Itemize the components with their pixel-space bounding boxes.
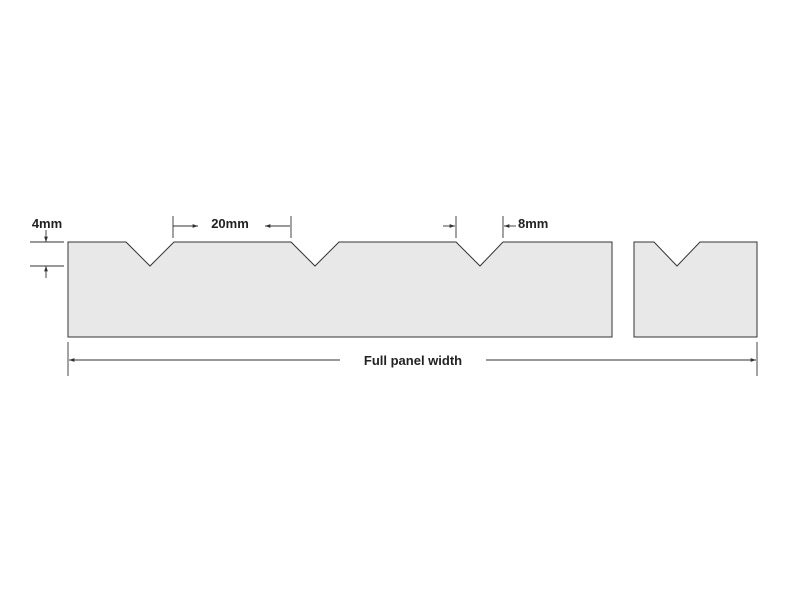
full-width-label: Full panel width xyxy=(364,353,462,368)
pitch-dimension: 20mm xyxy=(172,216,292,238)
depth-label: 4mm xyxy=(32,216,62,231)
end-panel xyxy=(633,241,758,338)
groove-width-label: 8mm xyxy=(518,216,548,231)
full-width-dimension: Full panel width xyxy=(67,342,758,376)
pitch-label: 20mm xyxy=(211,216,249,231)
groove-width-dimension: 8mm xyxy=(443,216,548,238)
main-panel xyxy=(67,241,613,338)
depth-dimension: 4mm xyxy=(30,216,64,278)
